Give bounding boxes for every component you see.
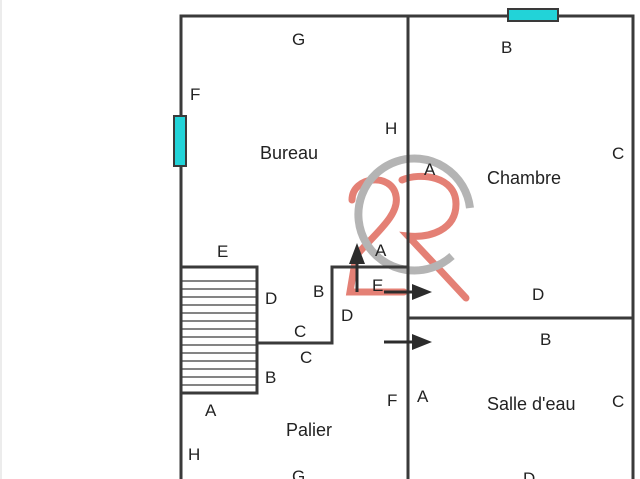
stair-enclosure — [179, 265, 259, 395]
stair-treads — [181, 280, 257, 386]
wall-label: F — [387, 391, 397, 410]
room-label-chambre: Chambre — [487, 168, 561, 188]
arrow-up-icon — [349, 243, 365, 292]
wall-label: C — [294, 322, 306, 341]
arrow-right-lower-icon — [384, 334, 432, 350]
wall-label: B — [265, 368, 276, 387]
room-label-salle-deau: Salle d'eau — [487, 394, 576, 414]
wall-label: A — [417, 387, 429, 406]
wall-label: E — [372, 276, 383, 295]
window-top — [507, 8, 559, 22]
watermark-logo — [345, 154, 474, 302]
stepped-wall — [255, 265, 410, 345]
wall-label: C — [612, 144, 624, 163]
room-label-palier: Palier — [286, 420, 332, 440]
wall-label: D — [341, 306, 353, 325]
wall-label: A — [424, 160, 436, 179]
wall-label: D — [523, 469, 535, 479]
wall-label: E — [217, 242, 228, 261]
wall-label: D — [265, 289, 277, 308]
arrow-right-icon — [384, 284, 432, 300]
wall-label: H — [188, 445, 200, 464]
wall-label: C — [612, 392, 624, 411]
wall-label: B — [540, 330, 551, 349]
wall-label: B — [313, 282, 324, 301]
wall-label: D — [532, 285, 544, 304]
wall-label: G — [292, 467, 305, 479]
wall-label: H — [385, 119, 397, 138]
wall-label: G — [292, 30, 305, 49]
wall-label: A — [205, 401, 217, 420]
wall-label: A — [375, 241, 387, 260]
wall-label: F — [190, 85, 200, 104]
window-left — [173, 115, 187, 167]
wall-label: C — [300, 348, 312, 367]
wall-label: B — [501, 38, 512, 57]
room-label-bureau: Bureau — [260, 143, 318, 163]
